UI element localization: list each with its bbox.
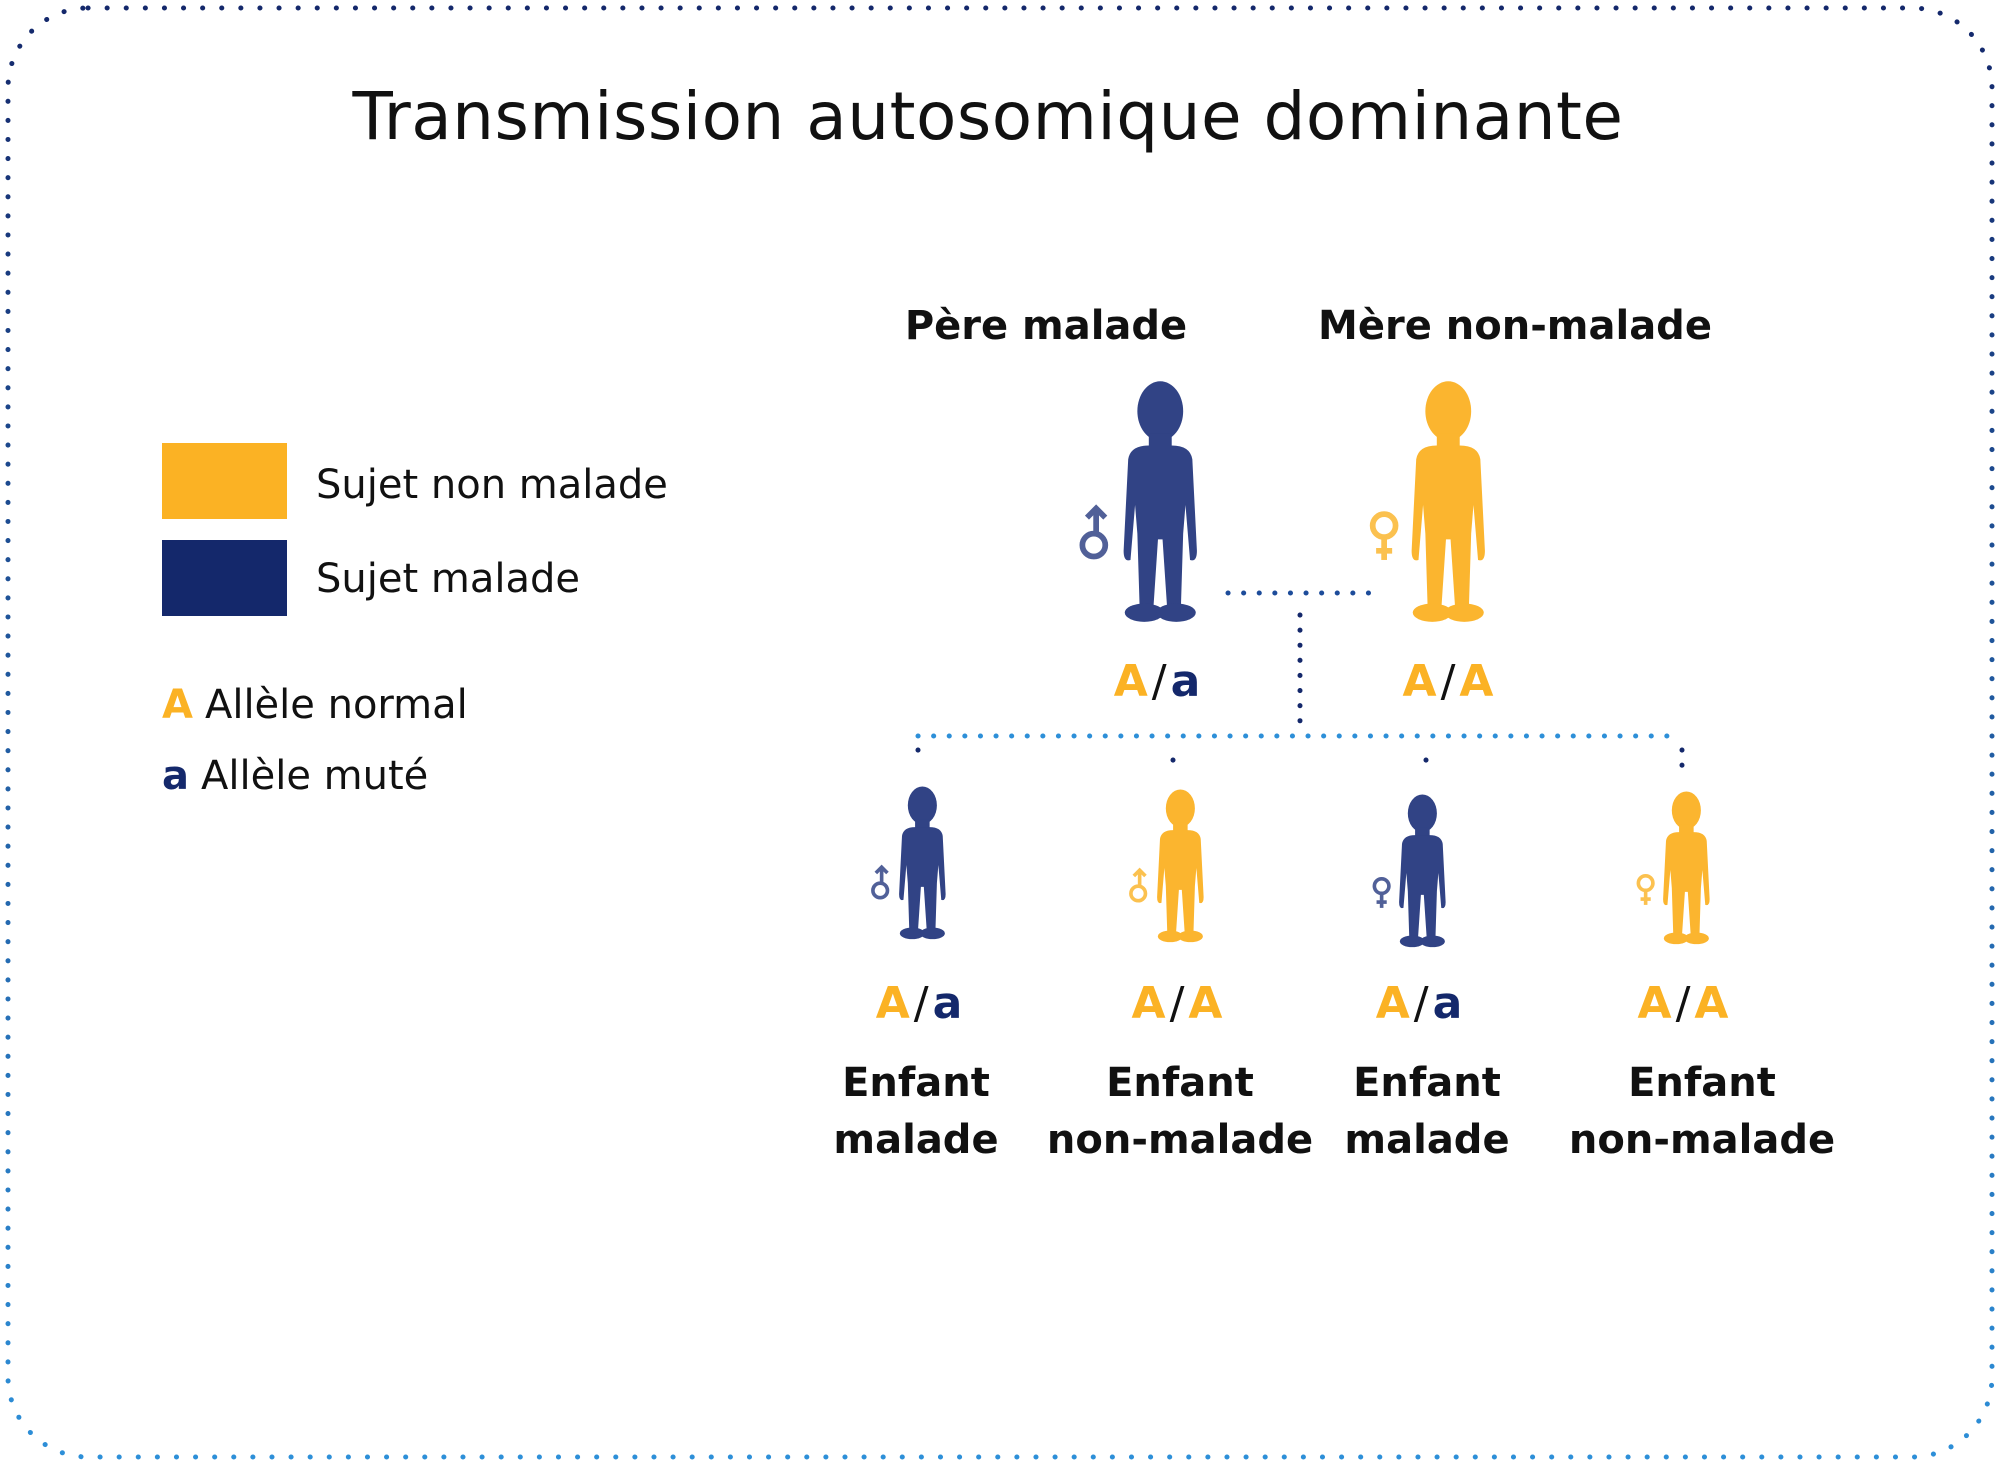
child-label-line1: Enfant <box>842 1060 990 1106</box>
legend-swatch-affected <box>162 540 287 616</box>
allele-2: a <box>932 978 965 1029</box>
child-1-genotype: A/a <box>876 978 965 1029</box>
child-3-label: Enfant malade <box>1344 1055 1509 1169</box>
legend-mutated-allele: a Allèle muté <box>162 753 428 799</box>
mutated-allele-letter: a <box>162 753 189 799</box>
mother-figure <box>1369 379 1506 631</box>
female-symbol-icon <box>1369 511 1399 560</box>
allele-separator: / <box>1169 978 1187 1029</box>
child-2-figure <box>1128 788 1217 948</box>
male-symbol-icon <box>870 864 889 900</box>
allele-2: A <box>1459 656 1496 707</box>
normal-allele-letter: A <box>162 682 193 728</box>
child-2-label: Enfant non-malade <box>1047 1055 1313 1169</box>
child-label-line2: non-malade <box>1046 1117 1314 1163</box>
mother-genotype: A/A <box>1403 656 1496 707</box>
allele-2: a <box>1170 656 1203 707</box>
allele-separator: / <box>1440 656 1458 707</box>
child-4-figure <box>1636 790 1723 950</box>
allele-2: a <box>1432 978 1465 1029</box>
allele-1: A <box>875 978 912 1029</box>
child-1-figure <box>870 785 959 945</box>
allele-separator: / <box>913 978 931 1029</box>
father-genotype: A/a <box>1114 656 1203 707</box>
female-symbol-icon <box>1372 876 1391 908</box>
child-3-figure <box>1372 793 1459 953</box>
child-label-line2: malade <box>1344 1117 1510 1163</box>
allele-1: A <box>1131 978 1168 1029</box>
allele-separator: / <box>1151 656 1169 707</box>
child-label-line1: Enfant <box>1628 1060 1776 1106</box>
legend-label-healthy: Sujet non malade <box>316 462 668 508</box>
mother-label: Mère non-malade <box>1318 303 1712 349</box>
allele-1: A <box>1375 978 1412 1029</box>
allele-1: A <box>1637 978 1674 1029</box>
page-title: Transmission autosomique dominante <box>352 78 1624 155</box>
allele-2: A <box>1188 978 1225 1029</box>
child-label-line1: Enfant <box>1353 1060 1501 1106</box>
mutated-allele-label: Allèle muté <box>201 753 429 799</box>
father-figure <box>1079 379 1218 631</box>
child-2-genotype: A/A <box>1132 978 1225 1029</box>
male-symbol-icon <box>1128 867 1147 903</box>
legend-swatch-healthy <box>162 443 287 519</box>
female-symbol-icon <box>1636 873 1655 905</box>
allele-separator: / <box>1413 978 1431 1029</box>
allele-separator: / <box>1675 978 1693 1029</box>
allele-2: A <box>1694 978 1731 1029</box>
male-symbol-icon <box>1079 504 1108 560</box>
allele-1: A <box>1402 656 1439 707</box>
child-label-line2: non-malade <box>1568 1117 1836 1163</box>
legend-label-affected: Sujet malade <box>316 556 580 602</box>
father-label: Père malade <box>904 303 1188 349</box>
allele-1: A <box>1113 656 1150 707</box>
child-label-line2: malade <box>833 1117 999 1163</box>
child-label-line1: Enfant <box>1106 1060 1254 1106</box>
normal-allele-label: Allèle normal <box>204 682 468 728</box>
child-3-genotype: A/a <box>1376 978 1465 1029</box>
child-4-label: Enfant non-malade <box>1569 1055 1835 1169</box>
child-1-label: Enfant malade <box>833 1055 998 1169</box>
child-4-genotype: A/A <box>1638 978 1731 1029</box>
